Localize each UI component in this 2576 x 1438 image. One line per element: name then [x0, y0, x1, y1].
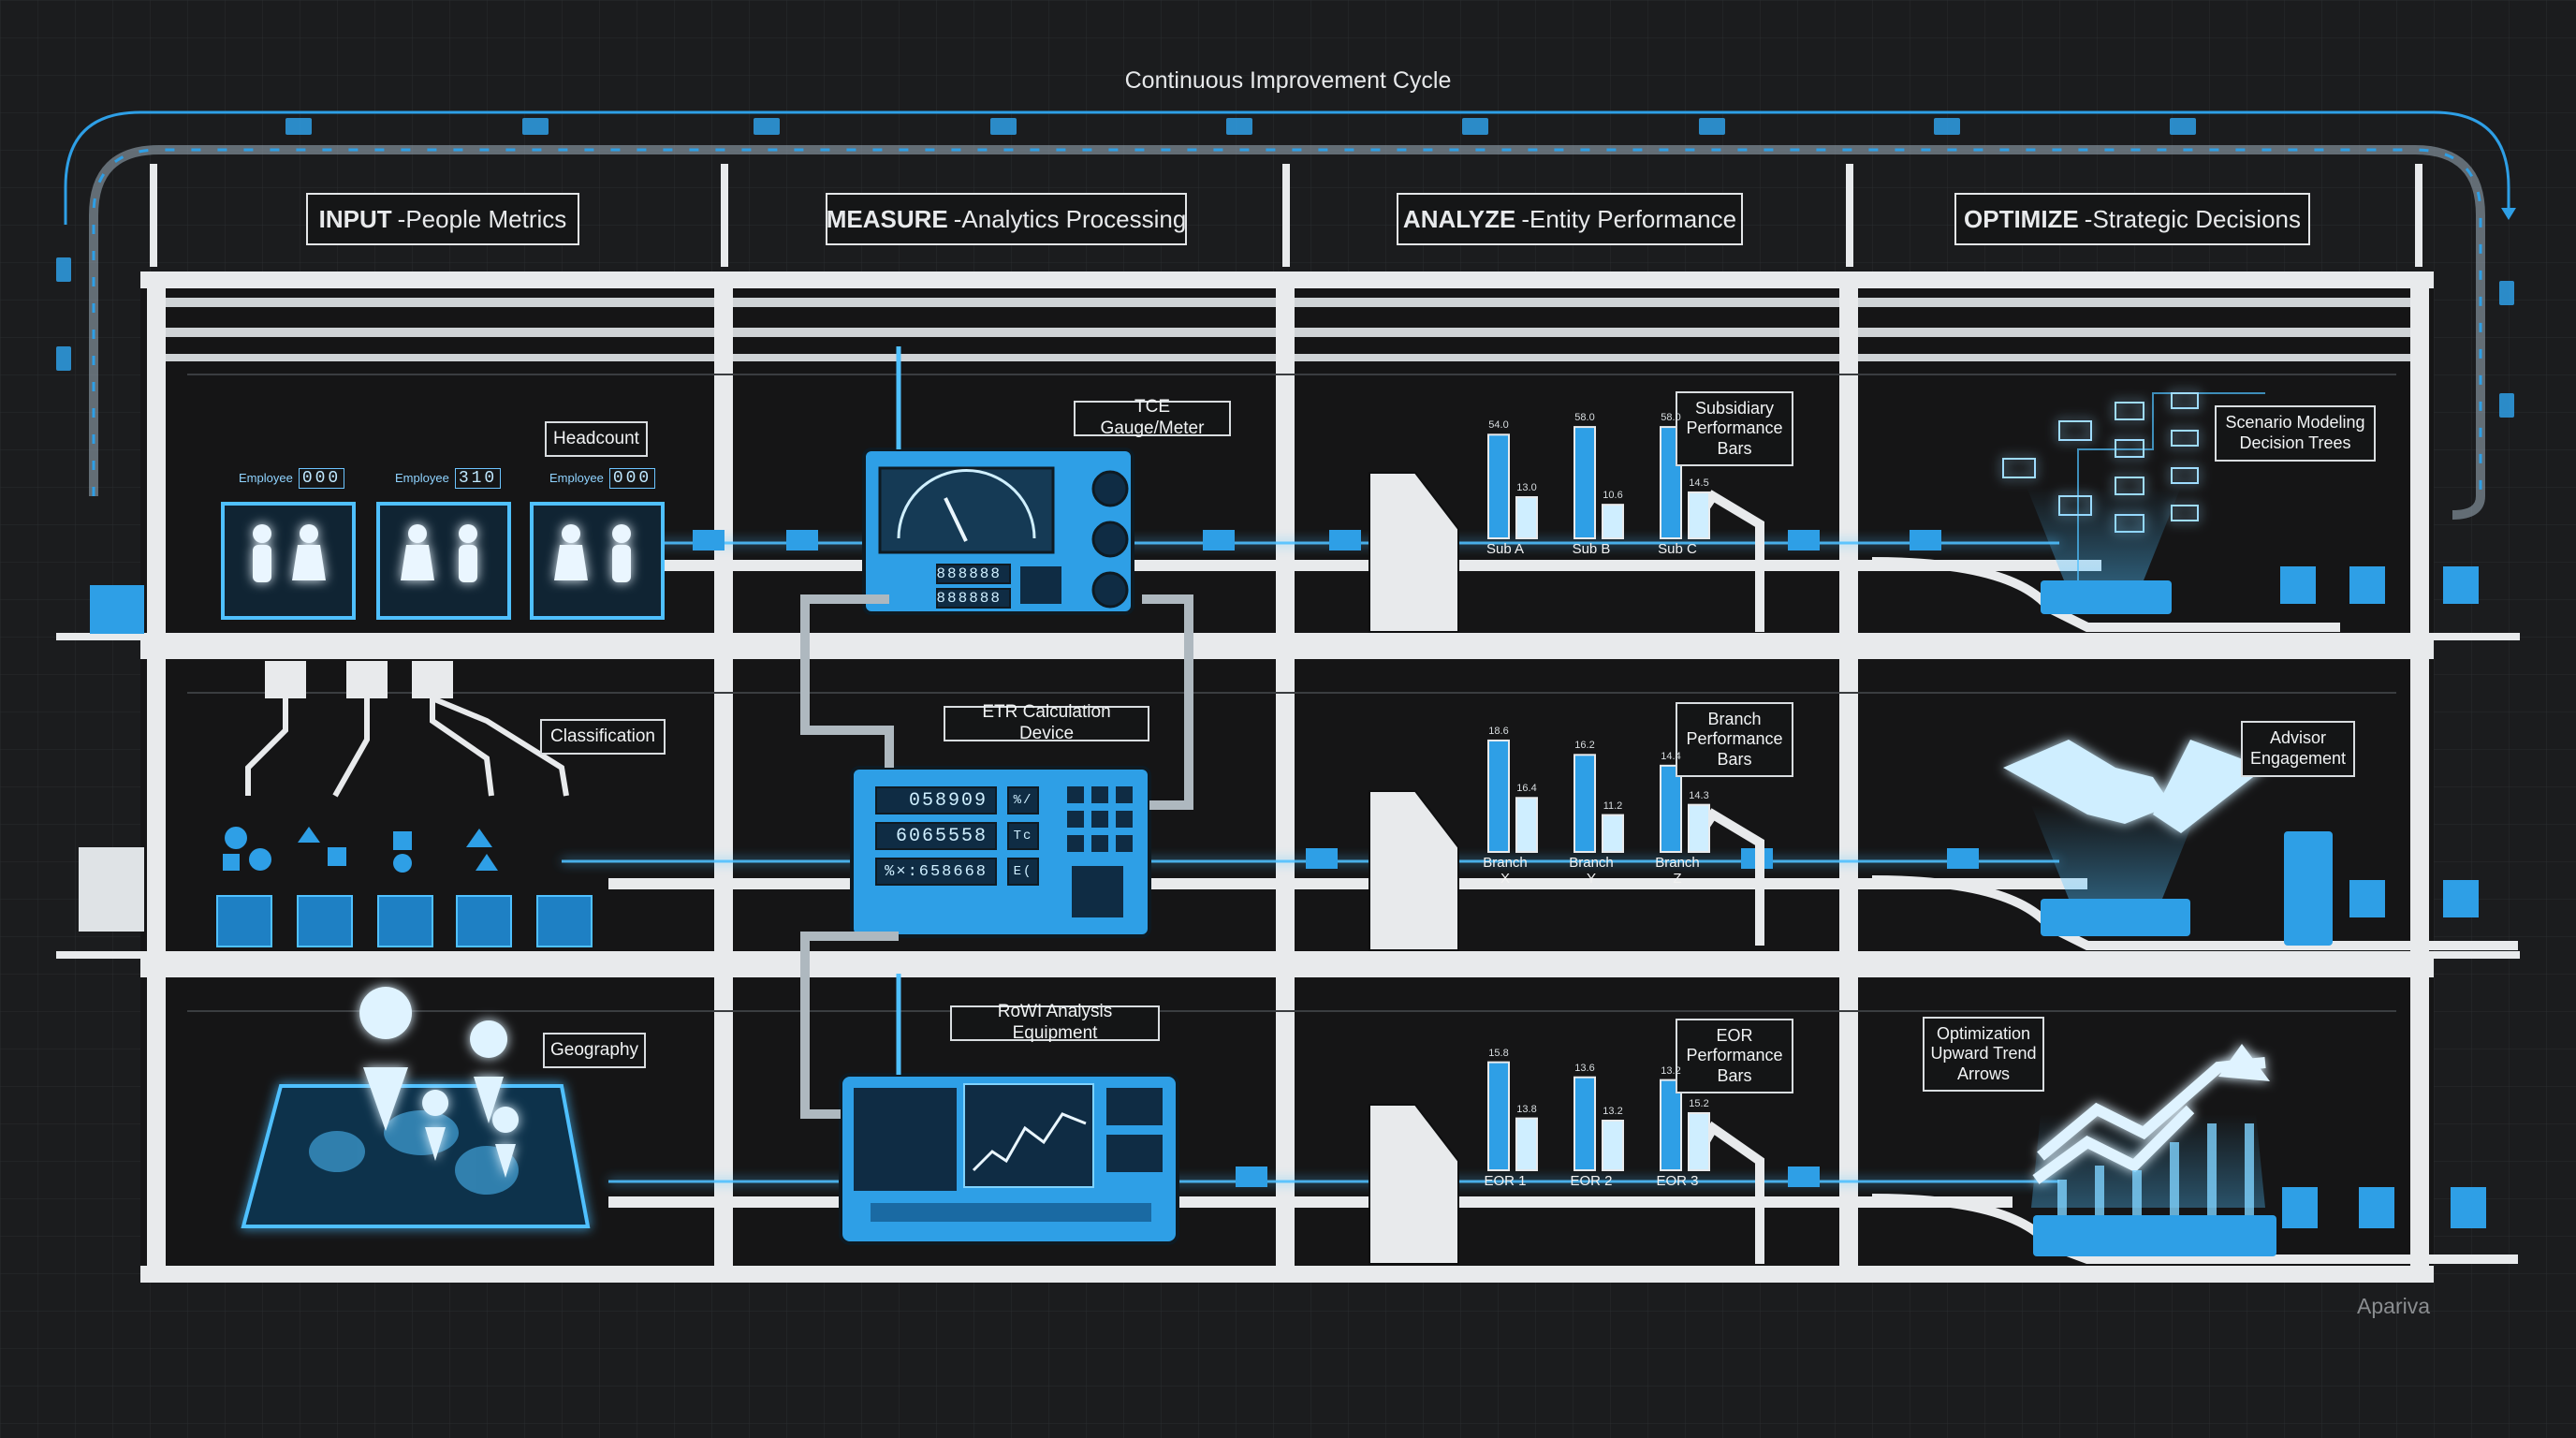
- bar-value-label: 58.0: [1574, 412, 1595, 424]
- stage-title-analyze: ANALYZE- Entity Performance: [1397, 193, 1743, 245]
- bar-value-label: 13.8: [1516, 1103, 1537, 1115]
- decision-tree-scene: [2002, 392, 2479, 614]
- bar-value-label: 13.0: [1516, 482, 1537, 494]
- classification-label: Classification: [540, 719, 666, 755]
- bar-category-label: EOR 1: [1484, 1173, 1527, 1189]
- headcount-label: Headcount: [545, 421, 648, 457]
- handshake-scene: [2003, 740, 2479, 946]
- performance-bar: [1515, 496, 1538, 540]
- bar-value-label: 18.6: [1488, 725, 1509, 737]
- rowi-equipment-label: RoWI Analysis Equipment: [950, 1002, 1160, 1043]
- performance-bar: [1688, 1111, 1710, 1172]
- etr-key: E(: [1007, 858, 1039, 886]
- cycle-loop: [64, 110, 2516, 520]
- etr-display: 6065558: [875, 822, 997, 850]
- input-headcount-scene: [90, 502, 665, 634]
- bar-value-label: 54.0: [1488, 419, 1509, 432]
- performance-bar: [1602, 1120, 1624, 1171]
- bar-value-label: 13.6: [1574, 1062, 1595, 1074]
- performance-bar: [1660, 764, 1682, 854]
- cycle-title: Continuous Improvement Cycle: [1124, 67, 1452, 94]
- bar-category-label: Sub A: [1486, 541, 1525, 557]
- performance-bar: [1515, 797, 1538, 853]
- etr-display: 058909: [875, 786, 997, 814]
- stage-title-optimize: OPTIMIZE- Strategic Decisions: [1954, 193, 2310, 245]
- bar-value-label: 13.2: [1661, 1064, 1681, 1077]
- performance-bar: [1487, 433, 1510, 539]
- bar-category-label: Branch X: [1483, 855, 1528, 887]
- brand-watermark: Apariva: [2357, 1294, 2430, 1318]
- cycle-loop-icons: [56, 118, 2514, 418]
- performance-bar: [1573, 426, 1596, 540]
- bar-category-label: Branch Y: [1569, 855, 1614, 887]
- bar-category-label: Sub B: [1572, 541, 1611, 557]
- bar-value-label: 16.4: [1516, 783, 1537, 795]
- performance-bar: [1487, 1061, 1510, 1172]
- tce-gauge-label: TCE Gauge/Meter: [1074, 397, 1231, 438]
- performance-bar: [1602, 814, 1624, 853]
- performance-bar: [1688, 491, 1710, 539]
- stage-title-measure: MEASURE- Analytics Processing: [826, 193, 1187, 245]
- bar-value-label: 14.5: [1689, 477, 1709, 489]
- etr-key: %/: [1007, 786, 1039, 814]
- etr-display: %×:658668: [875, 858, 997, 886]
- tce-display: 888888: [936, 564, 1011, 584]
- bar-value-label: 16.2: [1574, 740, 1595, 752]
- performance-bar: [1688, 803, 1710, 853]
- analyze-kiosks: [1368, 472, 1459, 1265]
- etr-device-label: ETR Calculation Device: [944, 702, 1149, 743]
- etr-key: Tc: [1007, 822, 1039, 850]
- performance-bar: [1602, 504, 1624, 540]
- bar-category-label: EOR 3: [1656, 1173, 1699, 1189]
- bar-value-label: 13.2: [1603, 1106, 1623, 1117]
- bar-value-label: 14.4: [1661, 750, 1681, 762]
- performance-bar: [1487, 739, 1510, 854]
- bar-category-label: Branch Z: [1655, 855, 1700, 887]
- tce-gauge-machine: [862, 448, 1134, 615]
- bar-value-label: 58.0: [1661, 412, 1681, 424]
- input-classification-scene: [79, 661, 593, 947]
- stage-title-input: INPUT- People Metrics: [306, 193, 579, 245]
- performance-bar: [1573, 754, 1596, 854]
- rowi-analysis-machine: [839, 1073, 1179, 1245]
- bar-value-label: 10.6: [1603, 490, 1623, 502]
- bar-value-label: 15.2: [1689, 1097, 1709, 1109]
- upward-arrows-scene: [2031, 1044, 2486, 1256]
- measure-pipes: [800, 346, 1193, 1119]
- input-geography-scene: [241, 987, 591, 1228]
- geography-label: Geography: [543, 1033, 646, 1068]
- bar-value-label: 15.8: [1488, 1047, 1509, 1059]
- performance-bar: [1573, 1076, 1596, 1171]
- bar-category-label: Sub C: [1658, 541, 1697, 557]
- tce-display: 888888: [936, 588, 1011, 609]
- bar-value-label: 11.2: [1603, 800, 1623, 812]
- performance-bar: [1515, 1117, 1538, 1172]
- bar-category-label: EOR 2: [1570, 1173, 1613, 1189]
- bar-value-label: 14.3: [1689, 789, 1709, 801]
- performance-bar: [1660, 1078, 1682, 1172]
